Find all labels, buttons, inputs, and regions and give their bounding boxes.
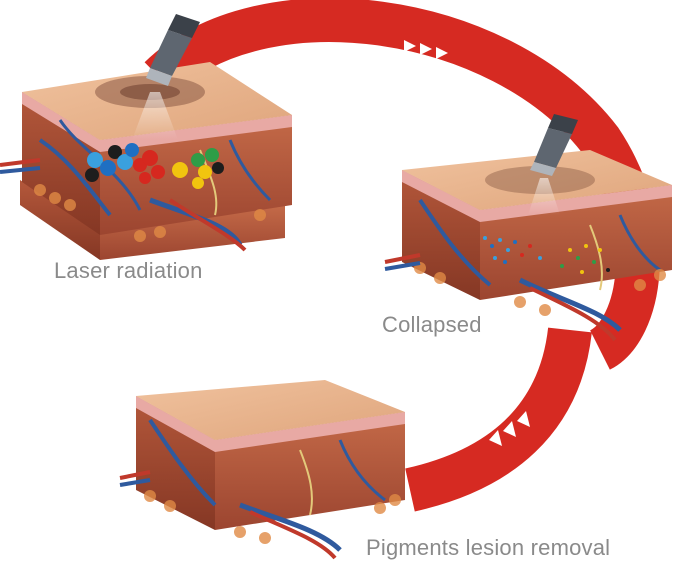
laser-handpiece-icon	[146, 14, 200, 86]
fat-layer	[34, 184, 266, 242]
fat-layer	[144, 490, 401, 544]
skin-block-collapsed	[384, 114, 672, 342]
pigment-particles	[483, 236, 610, 274]
chevron-arrow-icon	[404, 40, 448, 59]
skin-block-removal	[119, 380, 405, 560]
fat-layer	[414, 262, 666, 316]
chevron-arrow-icon	[489, 411, 530, 446]
cycle-arrow	[144, 0, 660, 512]
stage-label-laser-radiation: Laser radiation	[54, 258, 203, 283]
laser-handpiece-icon	[530, 114, 578, 176]
skin-block-laser-radiation	[0, 14, 292, 260]
stage-label-pigment-removal: Pigments lesion removal	[366, 535, 611, 560]
stage-label-collapsed: Collapsed	[382, 312, 482, 337]
pigment-cluster	[85, 143, 224, 189]
